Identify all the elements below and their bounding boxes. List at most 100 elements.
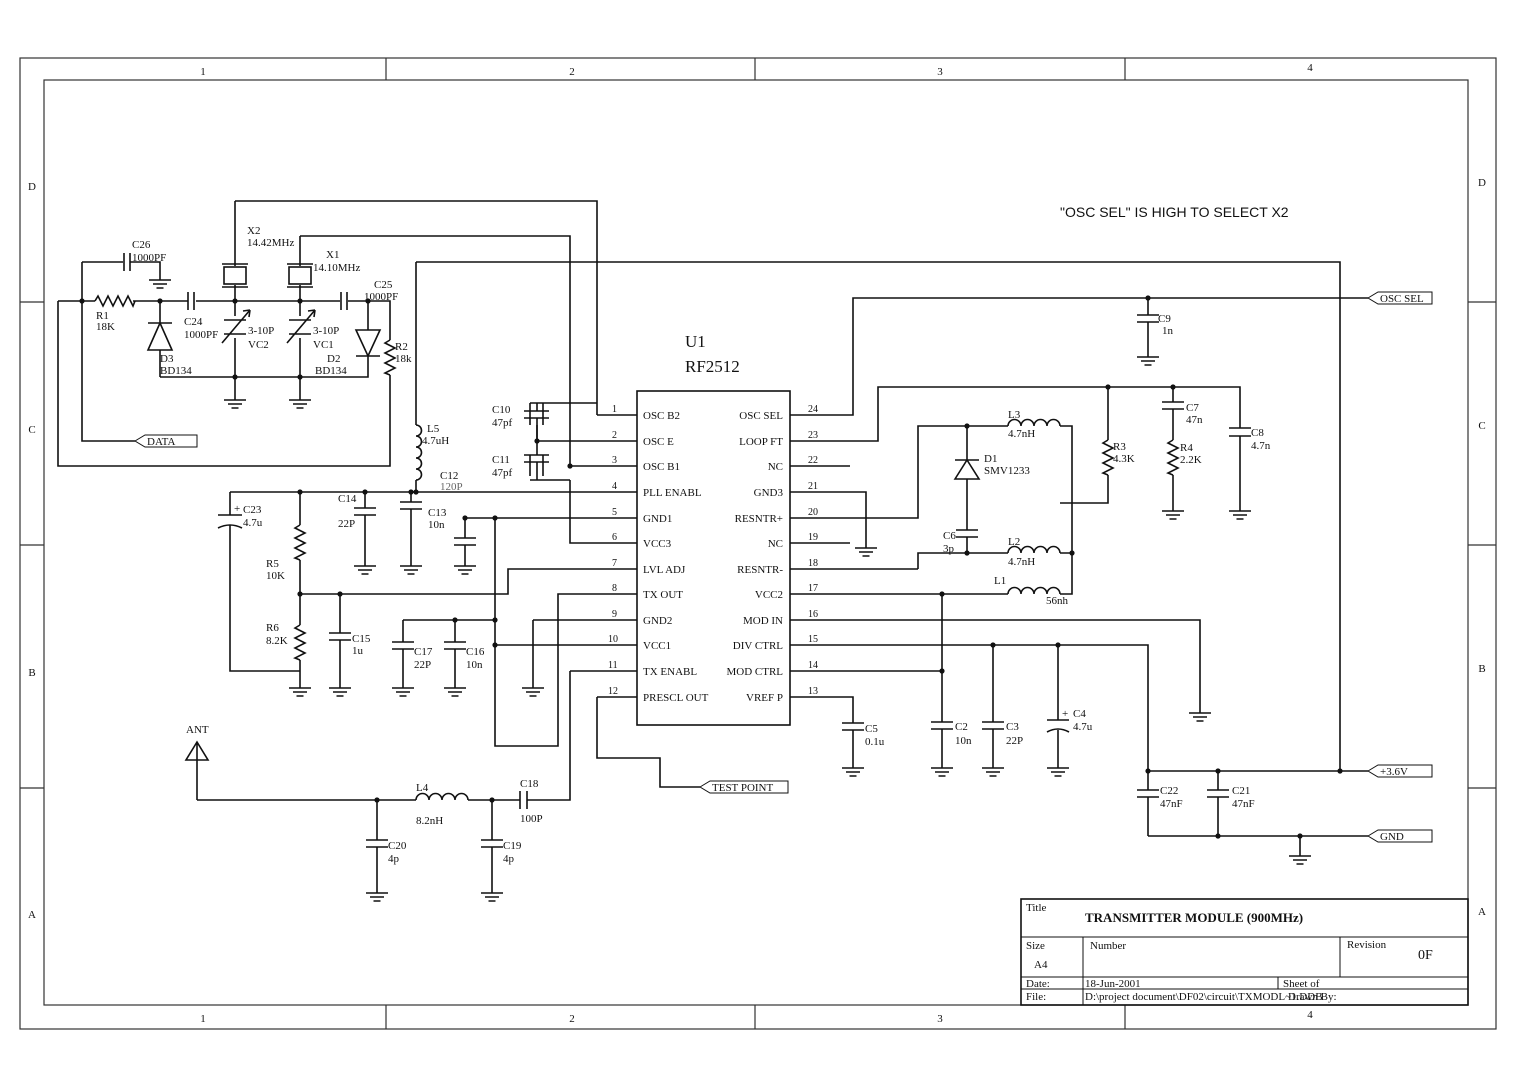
title-block: Title TRANSMITTER MODULE (900MHz) Size A… xyxy=(1020,898,1469,1006)
c23-value: 4.7u xyxy=(243,517,263,529)
d3-ref: D3 xyxy=(160,353,174,365)
pin-name: NC xyxy=(768,538,783,550)
c4-value: 4.7u xyxy=(1073,721,1093,733)
pin-number: 2 xyxy=(612,430,617,441)
number-label: Number xyxy=(1090,940,1126,952)
pin-number: 4 xyxy=(612,481,617,492)
c10-value: 47pf xyxy=(492,417,513,429)
pin-number: 17 xyxy=(808,583,818,594)
sheet-label: Sheet of xyxy=(1283,978,1320,990)
c5-value: 0.1u xyxy=(865,736,885,748)
c20-value: 4p xyxy=(388,853,400,865)
pin-name: PRESCL OUT xyxy=(643,692,709,704)
l5-ref: L5 xyxy=(427,423,440,435)
r6-ref: R6 xyxy=(266,622,279,634)
zone-row-b-left: B xyxy=(28,667,35,679)
date-label: Date: xyxy=(1026,978,1050,990)
zone-row-b-right: B xyxy=(1478,663,1485,675)
c5-ref: C5 xyxy=(865,723,878,735)
ic-part: RF2512 xyxy=(685,357,740,376)
c12-value: 120P xyxy=(440,481,463,493)
l3-ref: L3 xyxy=(1008,409,1021,421)
ic-left-pins: 1 OSC B2 2 OSC E 3 OSC B1 4 PLL ENABL 5 … xyxy=(608,404,709,704)
file-value: D:\project document\DF02\circuit\TXMODL~… xyxy=(1085,991,1323,1003)
pin-name: OSC E xyxy=(643,436,674,448)
pin-number: 20 xyxy=(808,507,818,518)
c16-value: 10n xyxy=(466,659,483,671)
d2-value: BD134 xyxy=(315,365,347,377)
zone-col-2-top: 2 xyxy=(569,66,575,78)
pin-number: 1 xyxy=(612,404,617,415)
pin-number: 8 xyxy=(612,583,617,594)
ic-right-pins: 24 OSC SEL 23 LOOP FT 22 NC 21 GND3 20 R… xyxy=(726,404,818,704)
pin-name: VCC2 xyxy=(755,589,783,601)
pin-name: TX OUT xyxy=(643,589,683,601)
pin-number: 24 xyxy=(808,404,818,415)
zone-col-4-bottom: 4 xyxy=(1307,1009,1313,1021)
c11-ref: C11 xyxy=(492,454,510,466)
pin-name: LVL ADJ xyxy=(643,564,686,576)
pin-number: 11 xyxy=(608,660,618,671)
pin-number: 9 xyxy=(612,609,617,620)
r4-ref: R4 xyxy=(1180,442,1193,454)
r5-ref: R5 xyxy=(266,558,279,570)
r3-ref: R3 xyxy=(1113,441,1126,453)
zone-col-3-top: 3 xyxy=(937,66,943,78)
pin-number: 14 xyxy=(808,660,818,671)
pin-name: DIV CTRL xyxy=(733,640,783,652)
r1-value: 18K xyxy=(96,321,115,333)
pin-name: OSC B2 xyxy=(643,410,680,422)
l2-value: 4.7nH xyxy=(1008,556,1035,568)
pin-number: 3 xyxy=(612,455,617,466)
c22-value: 47nF xyxy=(1160,798,1183,810)
right-support-section: C9 1n R3 4.3K C7 47n R4 2.2K C8 4.7n L3 … xyxy=(830,295,1368,865)
vc2-value: 3-10P xyxy=(248,325,274,337)
pin-number: 22 xyxy=(808,455,818,466)
oscillator-section: C26 1000PF R1 18K C24 1000PF D3 BD134 X2… xyxy=(57,200,1341,771)
r5-value: 10K xyxy=(266,570,285,582)
size-label: Size xyxy=(1026,940,1045,952)
left-support-section: C10 47pf C11 47pf L5 4.7uH + C23 4.7u C1… xyxy=(217,402,700,801)
pin-name: OSC SEL xyxy=(739,410,783,422)
vcc-port: +3.6V xyxy=(1367,764,1433,778)
c4-ref: C4 xyxy=(1073,708,1086,720)
c25-ref: C25 xyxy=(374,279,393,291)
antenna-section: ANT L4 8.2nH C18 100P C20 4p C19 4p xyxy=(184,724,556,902)
pin-number: 13 xyxy=(808,686,818,697)
c24-value: 1000PF xyxy=(184,329,218,341)
pin-name: PLL ENABL xyxy=(643,487,702,499)
zone-col-1-bottom: 1 xyxy=(200,1013,206,1025)
pin-number: 7 xyxy=(612,558,617,569)
pin-name: VCC3 xyxy=(643,538,672,550)
pin-name: TX ENABL xyxy=(643,666,697,678)
l4-value: 8.2nH xyxy=(416,815,443,827)
c7-value: 47n xyxy=(1186,414,1203,426)
osc-sel-port-label: OSC SEL xyxy=(1380,293,1424,305)
ic-body xyxy=(636,390,791,726)
pin-number: 5 xyxy=(612,507,617,518)
pin-name: RESNTR- xyxy=(737,564,783,576)
d2-ref: D2 xyxy=(327,353,340,365)
c19-value: 4p xyxy=(503,853,515,865)
r1-ref: R1 xyxy=(96,310,109,322)
pin-name: MOD IN xyxy=(743,615,783,627)
x1-ref: X1 xyxy=(326,249,339,261)
r4-value: 2.2K xyxy=(1180,454,1202,466)
size-value: A4 xyxy=(1034,959,1048,971)
c23-plus: + xyxy=(234,503,240,515)
gnd-port-label: GND xyxy=(1380,831,1404,843)
pin-number: 12 xyxy=(608,686,618,697)
c9-ref: C9 xyxy=(1158,313,1171,325)
zone-row-d-right: D xyxy=(1478,177,1486,189)
pin-number: 16 xyxy=(808,609,818,620)
pin-name: NC xyxy=(768,461,783,473)
pin-name: LOOP FT xyxy=(739,436,783,448)
zone-row-d-left: D xyxy=(28,181,36,193)
c6-value: 3p xyxy=(943,543,955,555)
title-label: Title xyxy=(1026,902,1047,914)
zone-col-2-bottom: 2 xyxy=(569,1013,575,1025)
pin-number: 21 xyxy=(808,481,818,492)
r3-value: 4.3K xyxy=(1113,453,1135,465)
d3-value: BD134 xyxy=(160,365,192,377)
